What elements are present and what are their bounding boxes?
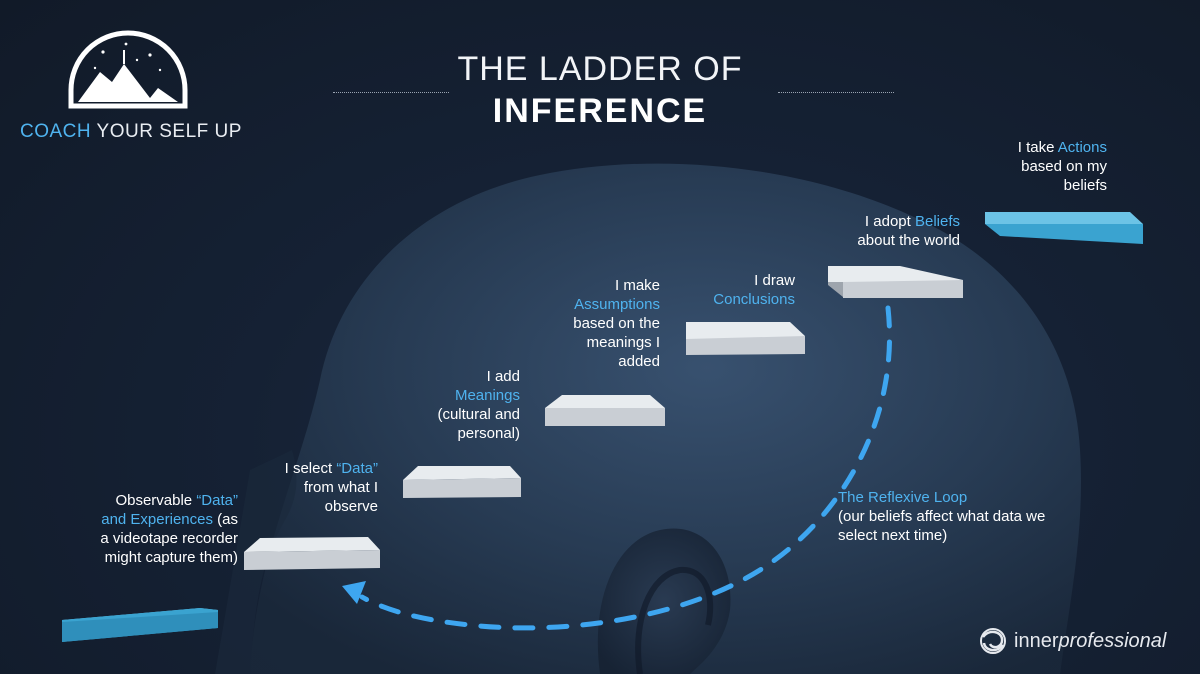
label-line: I add xyxy=(400,367,520,386)
label-line: I take Actions xyxy=(990,138,1107,157)
label-highlight: “Data” xyxy=(196,492,238,509)
label-line: observe xyxy=(248,497,378,516)
label-highlight: and Experiences xyxy=(101,511,213,528)
label-line: I make xyxy=(540,276,660,295)
arrowhead-icon xyxy=(342,581,366,604)
label-text: observe xyxy=(324,498,378,515)
label-highlight: Actions xyxy=(1057,139,1107,156)
label-line: beliefs xyxy=(990,176,1107,195)
label-line: about the world xyxy=(820,231,960,250)
label-text: personal) xyxy=(457,425,520,442)
reflexive-loop-label: The Reflexive Loop (our beliefs affect w… xyxy=(838,488,1128,545)
label-text: I adopt xyxy=(864,213,915,230)
step-7-platform xyxy=(985,212,1143,244)
label-line: Conclusions xyxy=(680,290,795,309)
ear-shape xyxy=(597,528,731,674)
label-text: beliefs xyxy=(1063,177,1107,194)
label-line: based on the xyxy=(540,314,660,333)
label-text: added xyxy=(618,353,660,370)
label-line: might capture them) xyxy=(60,548,238,567)
loop-line-2: (our beliefs affect what data we xyxy=(838,508,1046,525)
step-1-platform xyxy=(62,608,218,642)
label-highlight: Beliefs xyxy=(914,213,960,230)
label-highlight: Assumptions xyxy=(574,296,660,313)
label-text: I select xyxy=(284,460,337,477)
step-4-platform xyxy=(545,395,665,426)
label-line: personal) xyxy=(400,424,520,443)
label-highlight: Conclusions xyxy=(713,291,795,308)
label-line: meanings I xyxy=(540,333,660,352)
loop-title: The Reflexive Loop xyxy=(838,489,968,506)
label-text: (cultural and xyxy=(437,406,520,423)
step-5-platform xyxy=(686,322,805,355)
spiral-logo-icon xyxy=(980,628,1006,654)
label-line: I adopt Beliefs xyxy=(820,212,960,231)
mountain-dome-logo xyxy=(68,30,188,109)
reflexive-loop-path xyxy=(359,305,892,631)
label-line: Observable “Data” xyxy=(60,491,238,510)
label-line: (cultural and xyxy=(400,405,520,424)
step-6-platform xyxy=(828,266,963,298)
label-line: based on my xyxy=(990,157,1107,176)
label-line: added xyxy=(540,352,660,371)
label-text: Observable xyxy=(115,492,197,509)
footer-brand-part-1: inner xyxy=(1014,630,1059,652)
label-text: I make xyxy=(614,277,660,294)
brand-part-2: YOUR SELF UP xyxy=(91,121,242,142)
step-3-platform xyxy=(403,466,521,498)
label-text: might capture them) xyxy=(104,549,238,566)
loop-line-3: select next time) xyxy=(838,527,948,544)
brand-wordmark: COACH YOUR SELF UP xyxy=(20,121,242,143)
title-line-1: THE LADDER OF xyxy=(457,50,743,88)
label-line: from what I xyxy=(248,478,378,497)
label-text: I draw xyxy=(754,272,795,289)
label-line: Meanings xyxy=(400,386,520,405)
title-line-2: INFERENCE xyxy=(492,92,708,130)
title-divider-left xyxy=(333,92,449,93)
label-text: based on the xyxy=(573,315,660,332)
label-text: meanings I xyxy=(586,334,660,351)
label-line: and Experiences (as xyxy=(60,510,238,529)
footer-brand: innerprofessional xyxy=(1014,630,1166,653)
label-line: Assumptions xyxy=(540,295,660,314)
label-text: I take xyxy=(1017,139,1058,156)
label-highlight: “Data” xyxy=(336,460,378,477)
label-text: from what I xyxy=(303,479,378,496)
label-text: (as xyxy=(212,511,238,528)
step-2-platform xyxy=(244,537,380,570)
label-text: about the world xyxy=(857,232,960,249)
brand-part-1: COACH xyxy=(20,121,92,142)
label-line: I draw xyxy=(680,271,795,290)
title-divider-right xyxy=(778,92,894,93)
label-text: I add xyxy=(486,368,520,385)
footer-brand-part-2: professional xyxy=(1058,630,1167,652)
label-line: a videotape recorder xyxy=(60,529,238,548)
label-text: based on my xyxy=(1021,158,1107,175)
label-line: I select “Data” xyxy=(248,459,378,478)
label-text: a videotape recorder xyxy=(100,530,238,547)
label-highlight: Meanings xyxy=(454,387,520,404)
